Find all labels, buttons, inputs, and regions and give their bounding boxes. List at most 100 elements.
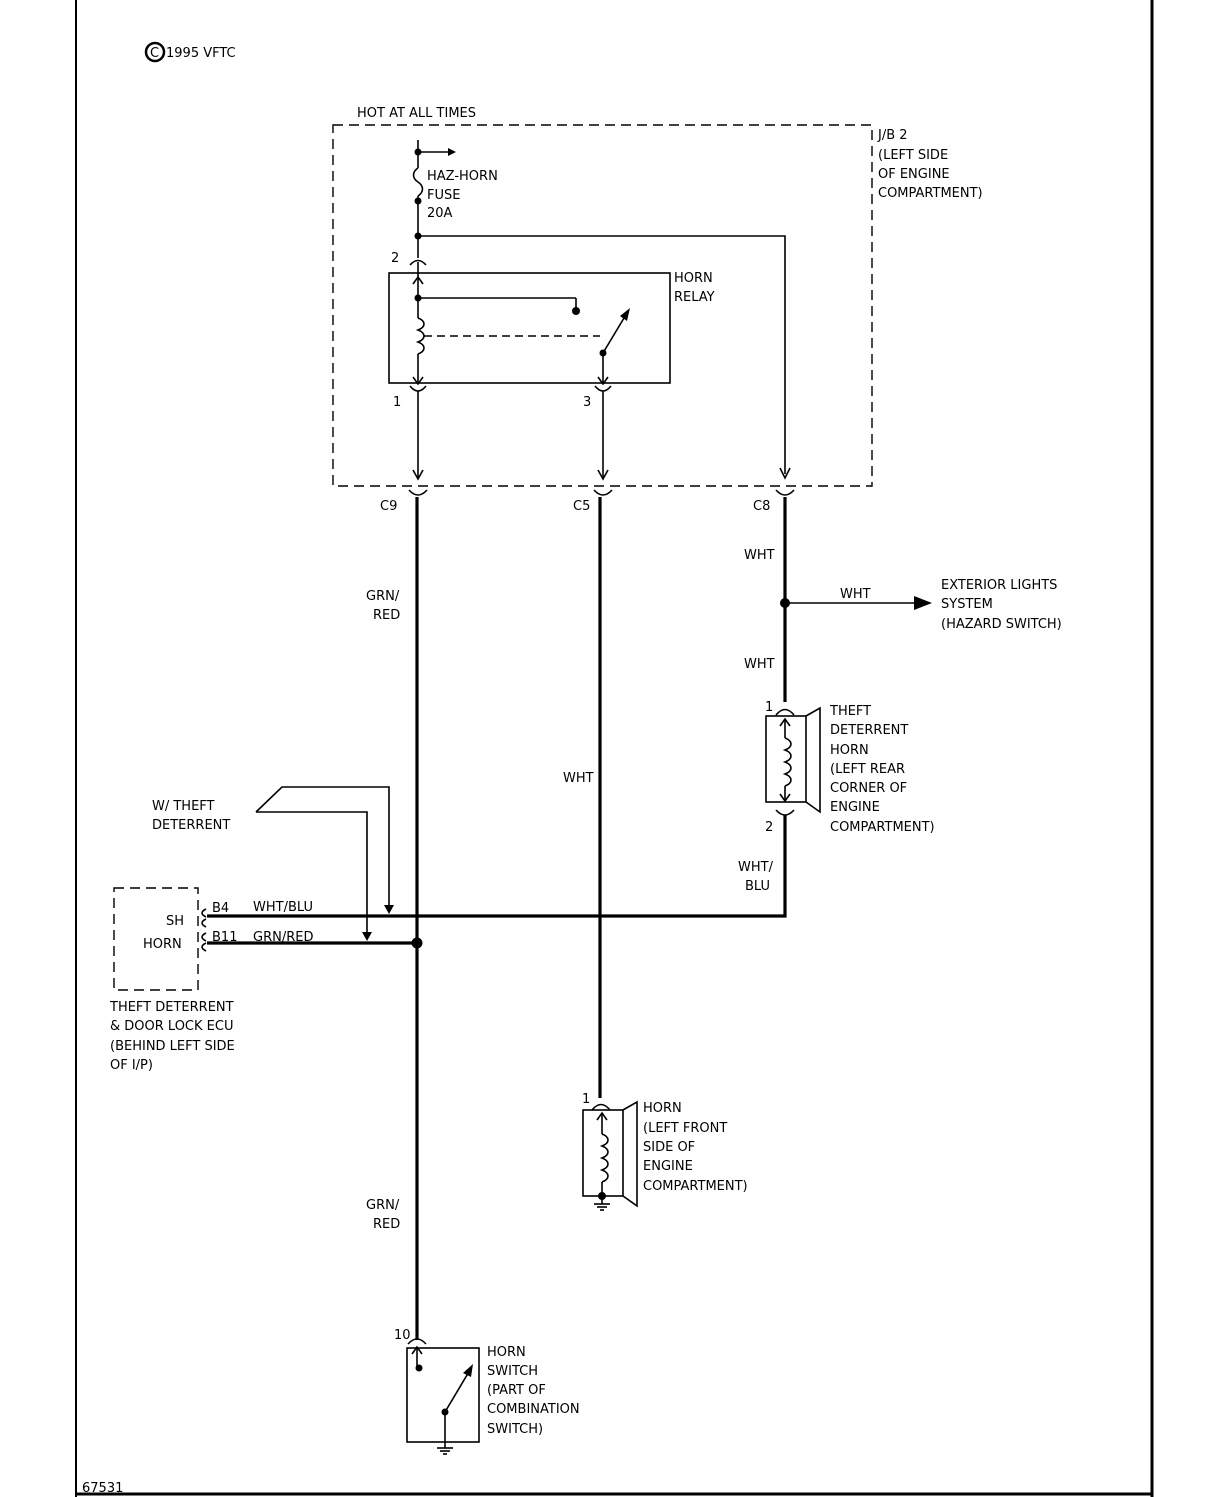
svg-text:COMBINATION: COMBINATION [487,1402,580,1417]
figure-number: 67531 [82,1481,123,1496]
c8-connector [775,489,795,496]
relay-contact [572,307,580,315]
fuse-feed-arrow-icon [448,148,456,156]
theft-horn-coil-icon [782,737,792,787]
copyright-circle-icon [144,41,166,63]
svg-text:BLU: BLU [745,879,770,894]
svg-text:(HAZARD SWITCH): (HAZARD SWITCH) [941,617,1062,632]
junction-block-outline [332,124,873,487]
c5-label: C5 [573,499,590,514]
svg-text:THEFT DETERRENT: THEFT DETERRENT [109,1000,234,1015]
svg-text:(BEHIND LEFT SIDE: (BEHIND LEFT SIDE [110,1039,235,1054]
svg-text:COMPARTMENT): COMPARTMENT) [643,1179,748,1194]
horn-switch-ground-icon [437,1447,453,1455]
svg-text:OF I/P): OF I/P) [110,1058,153,1073]
ecu-terminal-horn: HORN [143,937,182,952]
grn-red-upper-label: GRN/ RED [366,589,400,623]
horn-ground-icon [594,1203,610,1211]
svg-text:ENGINE: ENGINE [643,1159,693,1174]
ecu-terminal-sh: SH [166,914,184,929]
horn-switch-label: HORN SWITCH (PART OF COMBINATION SWITCH) [487,1345,580,1437]
power-label: HOT AT ALL TIMES [357,106,476,121]
b11-wire-label: GRN/RED [253,930,313,945]
svg-text:COMPARTMENT): COMPARTMENT) [830,820,935,835]
svg-text:OF ENGINE: OF ENGINE [878,167,950,182]
svg-text:DETERRENT: DETERRENT [152,818,230,833]
relay-pin-1: 1 [393,395,401,410]
svg-text:W/ THEFT: W/ THEFT [152,799,215,814]
svg-text:& DOOR LOCK ECU: & DOOR LOCK ECU [110,1019,233,1034]
exterior-lights-label: EXTERIOR LIGHTS SYSTEM (HAZARD SWITCH) [941,578,1062,632]
junction-block-label: J/B 2 (LEFT SIDE OF ENGINE COMPARTMENT) [877,128,983,201]
svg-text:(LEFT REAR: (LEFT REAR [830,762,905,777]
wht-center-label: WHT [563,771,594,786]
svg-text:HORN: HORN [674,271,713,286]
ecu-pin-b11: B11 [212,930,237,945]
horn-body [582,1109,624,1197]
svg-text:EXTERIOR LIGHTS: EXTERIOR LIGHTS [941,578,1057,593]
relay-switch-arm [602,312,628,354]
relay-pin-2: 2 [391,251,399,266]
wht-blu-wire [207,815,787,918]
ecu-box [113,887,199,991]
svg-text:CORNER OF: CORNER OF [830,781,907,796]
horn-bell-icon [622,1100,638,1208]
ecu-pin-b4: B4 [212,901,229,916]
svg-text:HORN: HORN [830,743,869,758]
svg-text:FUSE: FUSE [427,188,460,203]
exterior-lights-arrow-icon [914,596,932,610]
c8-label: C8 [753,499,770,514]
horn-switch-arm [444,1369,471,1413]
theft-horn-label: THEFT DETERRENT HORN (LEFT REAR CORNER O… [829,704,935,835]
svg-text:DETERRENT: DETERRENT [830,723,908,738]
grn-red-lower-label: GRN/ RED [366,1198,400,1232]
copyright: C 1995 VFTC [144,41,236,63]
copyright-text: 1995 VFTC [166,46,236,61]
copyright-symbol: C [150,46,159,61]
svg-text:SWITCH: SWITCH [487,1364,538,1379]
wht-lower-label: WHT [744,657,775,672]
theft-horn-pin-1: 1 [765,700,773,715]
svg-text:HORN: HORN [643,1101,682,1116]
fuse-label: HAZ-HORN FUSE 20A [427,169,498,221]
svg-text:(LEFT FRONT: (LEFT FRONT [643,1121,727,1136]
ecu-label: THEFT DETERRENT & DOOR LOCK ECU (BEHIND … [109,1000,235,1073]
svg-text:ENGINE: ENGINE [830,800,880,815]
theft-horn-pin-2: 2 [765,820,773,835]
grn-red-splice [411,937,423,949]
svg-text:SIDE OF: SIDE OF [643,1140,695,1155]
svg-text:WHT/: WHT/ [738,860,774,875]
b4-wire-label: WHT/BLU [253,900,313,915]
horn-pin-1: 1 [582,1092,590,1107]
wht-c8-label: WHT [744,548,775,563]
horn-switch-box [406,1347,480,1443]
relay-pin-3: 3 [583,395,591,410]
horn-relay-box [388,272,671,384]
wht-branch-label: WHT [840,587,871,602]
svg-text:RED: RED [373,608,400,623]
wht-blu-vertical-label: WHT/ BLU [738,860,774,894]
svg-text:HORN: HORN [487,1345,526,1360]
svg-text:COMPARTMENT): COMPARTMENT) [878,186,983,201]
fuse-icon [412,167,424,197]
svg-text:(LEFT SIDE: (LEFT SIDE [878,148,948,163]
svg-text:SYSTEM: SYSTEM [941,597,993,612]
c9-connector [408,489,428,496]
svg-text:20A: 20A [427,206,453,221]
horn-coil-icon [599,1133,609,1183]
svg-text:RELAY: RELAY [674,290,715,305]
horn-switch-pin-10: 10 [394,1328,411,1343]
theft-deterrent-option: W/ THEFT DETERRENT [152,786,394,941]
c5-connector [593,489,613,496]
theft-horn-bell-icon [805,706,821,814]
svg-text:J/B 2: J/B 2 [877,128,908,143]
svg-text:(PART OF: (PART OF [487,1383,546,1398]
svg-text:SWITCH): SWITCH) [487,1422,543,1437]
c9-label: C9 [380,499,397,514]
svg-text:THEFT: THEFT [829,704,871,719]
svg-text:RED: RED [373,1217,400,1232]
c8-feed-wire [418,235,786,474]
svg-text:HAZ-HORN: HAZ-HORN [427,169,498,184]
svg-text:GRN/: GRN/ [366,589,400,604]
